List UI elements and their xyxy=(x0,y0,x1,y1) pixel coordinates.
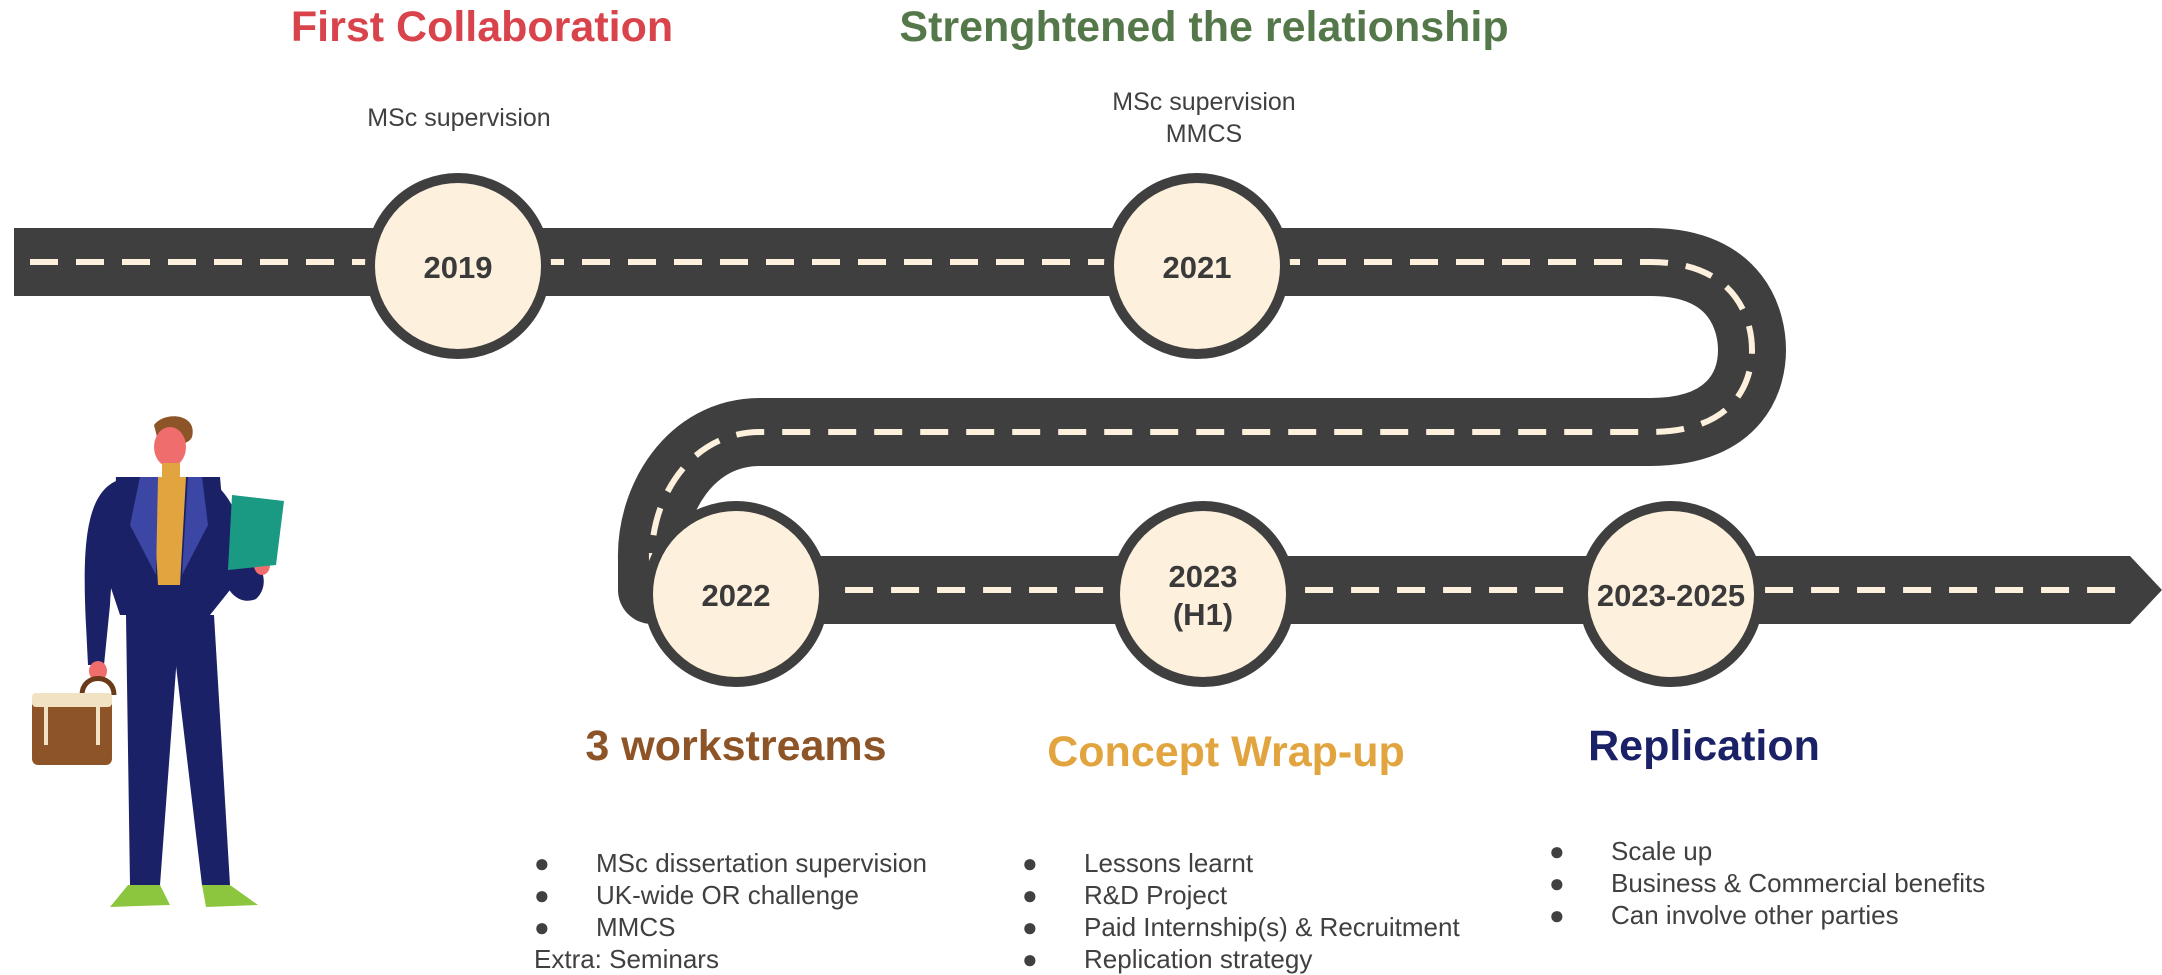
businessman-with-briefcase-icon xyxy=(32,416,284,907)
list-item: ● Replication strategy xyxy=(1022,943,1460,975)
bullet-dot: ● xyxy=(534,848,550,878)
bullet-dot: ● xyxy=(534,880,550,910)
list-item: ● Scale up xyxy=(1549,835,1985,867)
list-replication: ● Scale up ● Business & Commercial benefit… xyxy=(1549,835,1985,931)
bullet-dot: ● xyxy=(1022,944,1038,974)
list-item: ● Lessons learnt xyxy=(1022,847,1460,879)
bullet-dot: ● xyxy=(1022,880,1038,910)
milestone-circle-2022 xyxy=(643,501,829,687)
milestone-2022-year: 2022 xyxy=(701,578,771,613)
list-item: ● UK-wide OR challenge xyxy=(534,879,927,911)
milestone-label-2023-2025: 2023-2025 xyxy=(1597,577,1745,615)
note-2021-line-1: MSc supervision xyxy=(1112,88,1296,116)
list-item-text: Lessons learnt xyxy=(1084,848,1254,878)
list-item: ● Paid Internship(s) & Recruitment xyxy=(1022,911,1460,943)
list-item-text: Scale up xyxy=(1611,836,1713,866)
milestone-label-2021: 2021 xyxy=(1163,249,1232,287)
milestone-2023-half: (H1) xyxy=(1172,597,1234,632)
heading-concept-wrap-up: Concept Wrap-up xyxy=(1047,728,1405,776)
list-item: ● MMCS xyxy=(534,911,927,943)
note-2019: MSc supervision xyxy=(367,102,550,134)
note-2019-line: MSc supervision xyxy=(367,104,551,132)
milestone-2023-2025-year: 2023-2025 xyxy=(1596,578,1746,613)
milestone-label-2019: 2019 xyxy=(424,249,493,287)
list-item: ● MSc dissertation supervision xyxy=(534,847,927,879)
bullet-dot: ● xyxy=(1549,868,1565,898)
milestone-circle-2019 xyxy=(365,173,551,359)
list-item-text: MMCS xyxy=(596,912,676,942)
milestone-label-2022: 2022 xyxy=(702,577,771,615)
bullet-dot: ● xyxy=(1549,836,1565,866)
list-item: ● R&D Project xyxy=(1022,879,1460,911)
milestone-label-2023-h1: 2023 (H1) xyxy=(1169,558,1238,634)
list-item: ● Can involve other parties xyxy=(1549,899,1985,931)
bullet-dot: ● xyxy=(1549,900,1565,930)
heading-strengthened-relationship: Strenghtened the relationship xyxy=(899,3,1509,51)
bullet-dot: ● xyxy=(1022,848,1038,878)
milestone-2021-year: 2021 xyxy=(1162,250,1232,285)
note-2021-line-2: MMCS xyxy=(1165,120,1243,148)
heading-3-workstreams: 3 workstreams xyxy=(585,722,887,770)
bullet-dot: ● xyxy=(534,912,550,942)
list-item-text: UK-wide OR challenge xyxy=(596,880,860,910)
milestone-circle-2021 xyxy=(1104,173,1290,359)
list-item-text: R&D Project xyxy=(1084,880,1228,910)
list-item: ● Business & Commercial benefits xyxy=(1549,867,1985,899)
bullet-dot: ● xyxy=(1022,912,1038,942)
milestone-2019-year: 2019 xyxy=(423,250,493,285)
road-arrow-head xyxy=(2128,556,2162,624)
list-item-text: Replication strategy xyxy=(1084,944,1313,974)
list-workstreams: ● MSc dissertation supervision ● UK-wide O… xyxy=(534,847,927,975)
list-item-text: Paid Internship(s) & Recruitment xyxy=(1084,912,1460,942)
heading-first-collaboration: First Collaboration xyxy=(290,3,674,51)
list-item-text: Business & Commercial benefits xyxy=(1611,868,1986,898)
milestone-2023-year: 2023 xyxy=(1168,559,1238,594)
list-concept-wrap-up: ● Lessons learnt ● R&D Project ● Paid Inter… xyxy=(1022,847,1460,975)
milestone-circle-2023-2025 xyxy=(1578,501,1764,687)
road-center-dashes xyxy=(30,259,2125,593)
list-item-text: Can involve other parties xyxy=(1611,900,1899,930)
heading-replication: Replication xyxy=(1588,722,1820,770)
list-item-text: MSc dissertation supervision xyxy=(596,848,927,878)
note-2021: MSc supervision MMCS xyxy=(1112,86,1295,150)
list-extra-note: Extra: Seminars xyxy=(534,944,719,974)
milestone-circle-2023 xyxy=(1110,501,1296,687)
road-body xyxy=(14,228,2130,624)
